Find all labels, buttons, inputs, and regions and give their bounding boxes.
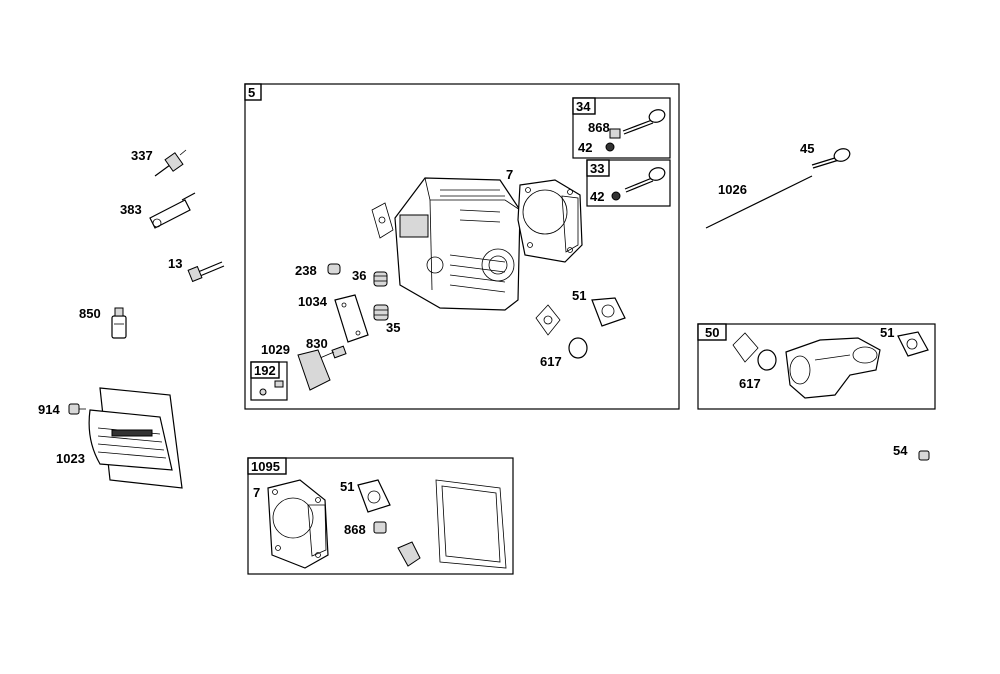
screw-54 — [918, 450, 930, 461]
fitting-box-tag — [250, 361, 280, 379]
label-51: 51 — [572, 288, 586, 303]
intake-gasket-51 — [591, 297, 626, 327]
head-gasket — [517, 179, 583, 263]
bolt-13 — [187, 261, 225, 283]
spring-35 — [373, 304, 389, 321]
label-238: 238 — [295, 263, 317, 278]
rocker-gasket-small — [371, 202, 394, 239]
label-1023: 1023 — [56, 451, 85, 466]
intake-valve-box — [572, 97, 671, 159]
label-1029: 1029 — [261, 342, 290, 357]
fitting-box-number: 192 — [254, 363, 276, 378]
spring-36 — [373, 271, 388, 287]
exhaust-valve-box — [586, 159, 671, 207]
gasket-set-51 — [357, 479, 391, 513]
breather-tube-1029 — [297, 349, 331, 391]
valve-keeper-42a — [605, 142, 615, 152]
main-assembly-box — [244, 83, 680, 410]
intake-valve-number: 34 — [576, 99, 591, 114]
label-7g: 7 — [253, 485, 260, 500]
exhaust-valve-number: 33 — [590, 161, 604, 176]
fitting-830 — [319, 345, 347, 359]
label-868: 868 — [588, 120, 610, 135]
manifold-spacer — [732, 332, 759, 363]
gasket-set-tag — [247, 457, 287, 475]
label-35: 35 — [386, 320, 400, 335]
gasket-set-seal — [397, 541, 421, 567]
intake-valve-tag — [572, 97, 596, 115]
manifold-gasket-51 — [897, 331, 929, 357]
intake-valve — [622, 109, 666, 135]
valve-cover-1023 — [88, 387, 183, 489]
push-rod-1026 — [705, 175, 813, 229]
label-51m: 51 — [880, 325, 894, 340]
gasket-set-box-1095 — [247, 457, 514, 575]
manifold-box-number: 50 — [705, 325, 719, 340]
label-830: 830 — [306, 336, 328, 351]
fitting-192 — [259, 380, 284, 396]
label-42b: 42 — [590, 189, 604, 204]
label-13: 13 — [168, 256, 182, 271]
label-868g: 868 — [344, 522, 366, 537]
label-617m: 617 — [739, 376, 761, 391]
gasket-set-head-gasket — [267, 479, 329, 569]
o-ring-617 — [568, 337, 588, 359]
valve-cover-gasket — [435, 479, 507, 569]
spark-plug-337 — [154, 149, 187, 177]
label-7: 7 — [506, 167, 513, 182]
cylinder-head — [394, 177, 521, 311]
valve-45 — [811, 148, 851, 169]
label-617: 617 — [540, 354, 562, 369]
gasket-set-number: 1095 — [251, 459, 280, 474]
exhaust-valve-tag — [586, 159, 610, 177]
exhaust-valve — [611, 167, 666, 201]
breather-plate-1034 — [334, 294, 369, 343]
sealant-tube-850 — [111, 307, 127, 339]
spacer-gasket — [535, 304, 561, 336]
main-box-tag — [244, 83, 262, 101]
label-914: 914 — [38, 402, 60, 417]
label-42a: 42 — [578, 140, 592, 155]
manifold-o-ring — [757, 349, 777, 371]
label-1034: 1034 — [298, 294, 328, 309]
plug-238 — [327, 263, 341, 275]
label-54: 54 — [893, 443, 908, 458]
label-51g: 51 — [340, 479, 354, 494]
manifold-box-tag — [697, 323, 727, 341]
intake-manifold — [785, 337, 881, 399]
label-36: 36 — [352, 268, 366, 283]
gasket-set-868 — [373, 521, 387, 534]
label-1026: 1026 — [718, 182, 747, 197]
screw-914 — [68, 403, 86, 415]
main-box-number: 5 — [248, 85, 255, 100]
clip-383 — [149, 192, 196, 229]
label-383: 383 — [120, 202, 142, 217]
label-337: 337 — [131, 148, 153, 163]
manifold-box-50 — [697, 323, 936, 410]
label-45: 45 — [800, 141, 814, 156]
valve-spring-retainer-868 — [609, 128, 621, 139]
label-850: 850 — [79, 306, 101, 321]
